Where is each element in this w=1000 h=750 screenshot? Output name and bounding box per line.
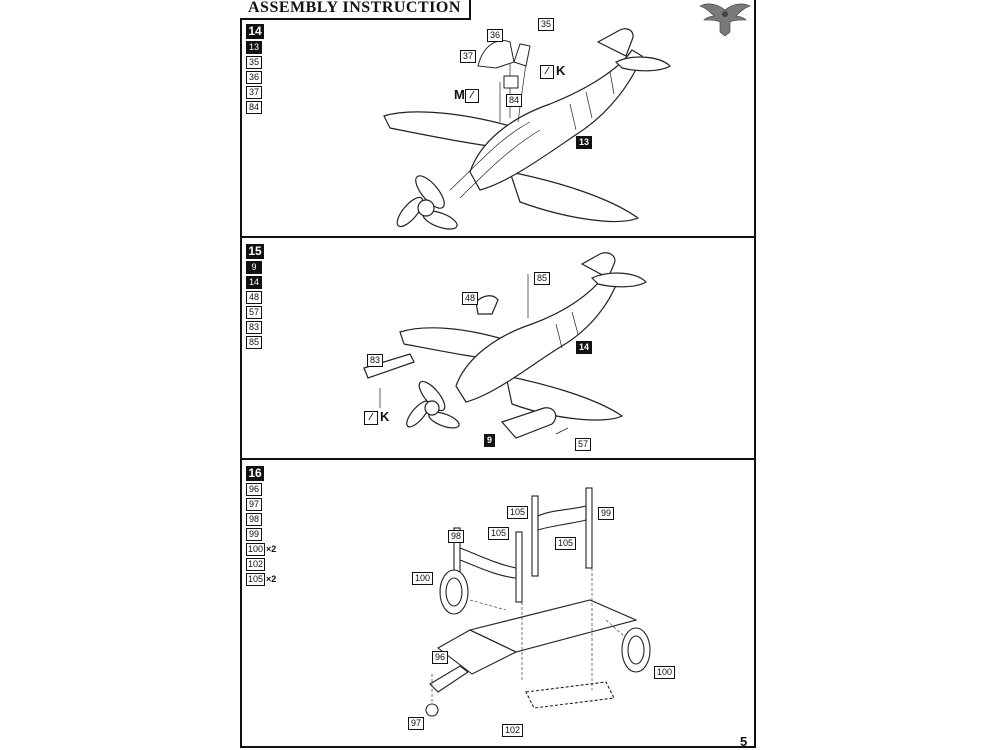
step-number: 14 xyxy=(246,24,264,39)
callout-part-85: 85 xyxy=(534,272,551,285)
callout-part-36: 36 xyxy=(487,29,504,42)
callout-part-105: 105 xyxy=(507,506,529,519)
part-item: 102 xyxy=(246,558,266,571)
step-15-aircraft-diagram xyxy=(363,252,647,439)
callout-part-37: 37 xyxy=(460,50,477,63)
callout-part-100: 100 xyxy=(412,572,434,585)
part-item: 97 xyxy=(246,498,276,511)
part-item: 36 xyxy=(246,71,264,84)
callout-part-83: 83 xyxy=(367,354,384,367)
part-item: 13 xyxy=(246,41,264,54)
page-number: 5 xyxy=(740,734,748,749)
glue-tool-k: ⁄K xyxy=(364,410,389,425)
glue-tool-m: M⁄ xyxy=(454,88,481,103)
page-header-title: ASSEMBLY INSTRUCTION xyxy=(240,0,471,20)
part-item: 96 xyxy=(246,483,276,496)
part-item: 100×2 xyxy=(246,543,277,556)
callout-part-102: 102 xyxy=(502,724,524,737)
part-item: 57 xyxy=(246,306,264,319)
step-16-cart-diagram xyxy=(425,487,651,717)
part-item: 84 xyxy=(246,101,264,114)
callout-part-97: 97 xyxy=(408,717,425,730)
step-divider-1 xyxy=(242,236,754,238)
callout-part-14: 14 xyxy=(576,341,593,354)
part-item: 35 xyxy=(246,56,264,69)
callout-part-9: 9 xyxy=(484,434,496,447)
callout-part-98: 98 xyxy=(448,530,465,543)
eagle-logo-icon xyxy=(699,3,751,37)
callout-part-35: 35 xyxy=(538,18,555,31)
callout-part-105: 105 xyxy=(555,537,577,550)
part-item: 85 xyxy=(246,336,264,349)
glue-icon: ⁄ xyxy=(540,64,554,79)
callout-part-100: 100 xyxy=(654,666,676,679)
part-item: 48 xyxy=(246,291,264,304)
callout-part-84: 84 xyxy=(506,94,523,107)
callout-part-99: 99 xyxy=(598,507,615,520)
page-frame xyxy=(240,0,756,748)
callout-part-96: 96 xyxy=(432,651,449,664)
callout-part-48: 48 xyxy=(462,292,479,305)
callout-part-57: 57 xyxy=(575,438,592,451)
callout-part-13: 13 xyxy=(576,136,593,149)
glue-icon: ⁄ xyxy=(464,88,479,103)
glue-icon: ⁄ xyxy=(364,410,378,425)
part-item: 14 xyxy=(246,276,264,289)
step-divider-2 xyxy=(242,458,754,460)
part-item: 83 xyxy=(246,321,264,334)
step-16-parts-list: 16 96 97 98 99 100×2 102 105×2 xyxy=(246,466,276,588)
part-item: 105×2 xyxy=(246,573,277,586)
part-item: 99 xyxy=(246,528,276,541)
glue-tool-k: ⁄K xyxy=(540,64,565,79)
step-14-parts-list: 14 13 35 36 37 84 xyxy=(246,24,264,116)
step-number: 15 xyxy=(246,244,264,259)
step-15-parts-list: 15 9 14 48 57 83 85 xyxy=(246,244,264,351)
callout-part-105: 105 xyxy=(488,527,510,540)
part-item: 9 xyxy=(246,261,264,274)
part-item: 98 xyxy=(246,513,276,526)
part-item: 37 xyxy=(246,86,264,99)
step-number: 16 xyxy=(246,466,264,481)
step-14-aircraft-diagram xyxy=(383,28,671,230)
